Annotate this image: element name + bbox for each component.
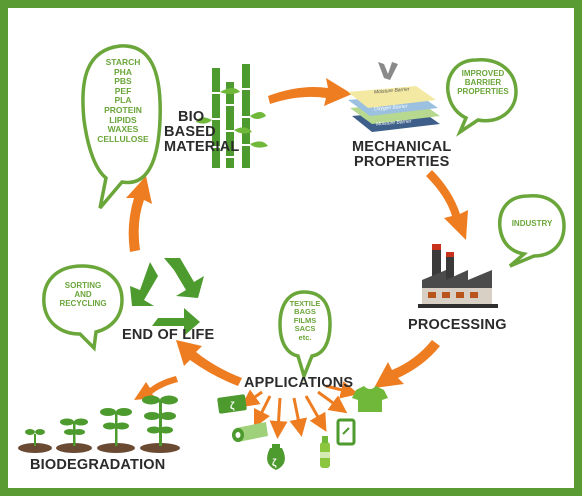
applications-label: APPLICATIONS <box>244 375 354 391</box>
applications-bubble <box>278 290 332 382</box>
applications-bubble-text: TEXTILE BAGS FILMS SACS etc. <box>289 299 321 342</box>
sorting-bubble <box>42 264 124 352</box>
industry-bubble <box>498 194 566 268</box>
soil-mound-4 <box>140 443 180 453</box>
industry-bubble-text: INDUSTRY <box>511 219 553 228</box>
arrow-to-applications <box>374 340 440 388</box>
processing-label: PROCESSING <box>408 317 507 333</box>
svg-text:ζ: ζ <box>272 458 277 469</box>
banknote-icon: ζ <box>217 394 247 414</box>
barrier-bubble <box>446 58 518 137</box>
factory-icon <box>418 244 498 308</box>
bottle-icon <box>320 436 330 468</box>
arrow-to-bio-based <box>126 176 152 252</box>
arrow-to-processing <box>426 170 468 240</box>
barrier-bubble-text: IMPROVED BARRIER PROPERTIES <box>457 69 509 96</box>
arrow-to-end-of-life <box>176 340 242 386</box>
sorting-bubble-text: SORTING AND RECYCLING <box>59 281 107 308</box>
bio-based-material-label: BIO BASED MATERIAL <box>164 109 240 156</box>
cycle-arrows <box>126 78 468 400</box>
arrow-to-biodegradation <box>134 376 178 400</box>
barrier-film-icon <box>348 62 440 132</box>
recycle-icon <box>130 258 204 336</box>
mechanical-properties-label: MECHANICAL PROPERTIES <box>352 139 452 171</box>
soil-mound-3 <box>97 443 135 453</box>
money-bag-icon: ζ <box>267 444 285 470</box>
application-arrows <box>240 381 359 439</box>
materials-bubble <box>81 44 162 210</box>
svg-text:ζ: ζ <box>230 401 235 412</box>
phone-icon <box>336 418 356 446</box>
arrow-to-mechanical <box>268 78 352 106</box>
soil-mound-2 <box>56 443 92 453</box>
biodegradation-label: BIODEGRADATION <box>30 457 166 473</box>
materials-bubble-text: STARCH PHA PBS PEF PLA PROTEIN LIPIDS WA… <box>97 57 149 144</box>
soil-mound-1 <box>18 443 52 453</box>
end-of-life-label: END OF LIFE <box>122 327 215 343</box>
fabric-roll-icon <box>232 422 268 442</box>
seedlings <box>18 395 180 453</box>
tshirt-icon <box>352 386 388 412</box>
bamboo-icon <box>196 64 268 168</box>
